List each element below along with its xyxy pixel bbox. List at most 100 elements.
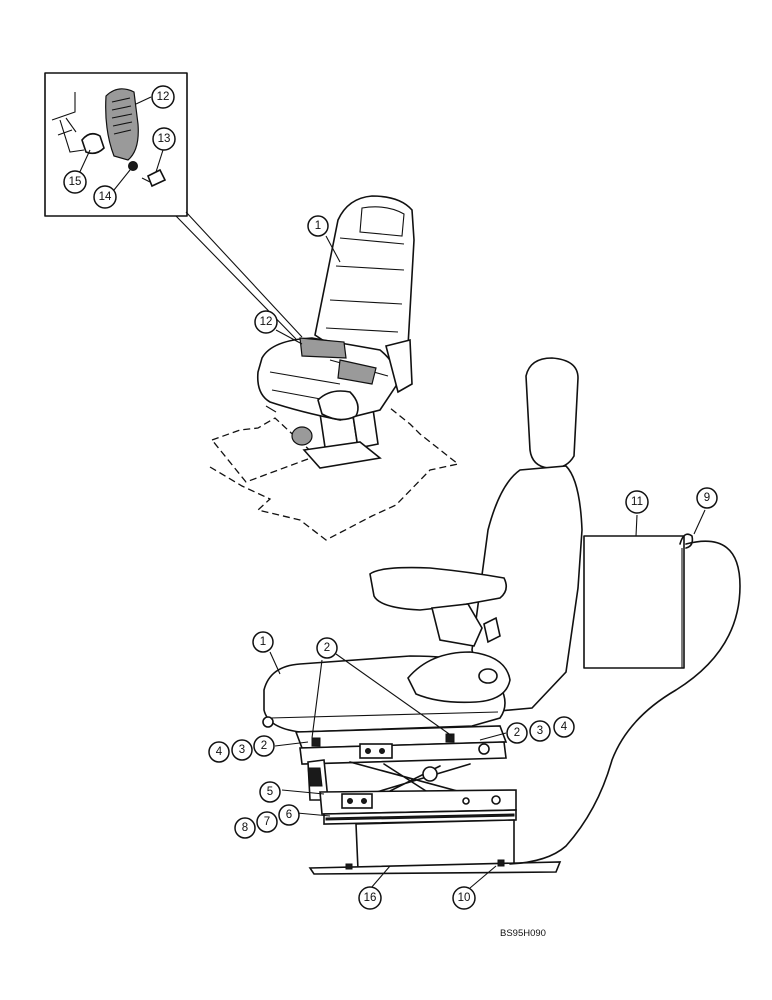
pedestal-base: [302, 441, 382, 469]
lower-headrest: [525, 357, 579, 470]
drawing-code: BS95H090: [500, 928, 546, 939]
cushion-front: [317, 390, 359, 421]
leader-9: [693, 509, 706, 535]
base-foot-right: [497, 859, 505, 867]
panel-11: [583, 535, 685, 669]
callout-16-label: 16: [364, 892, 377, 904]
callout-8: 8: [234, 817, 256, 839]
callout-7: 7: [256, 811, 278, 833]
leader-11: [635, 514, 638, 537]
floor-dash-outline: [209, 407, 460, 541]
callout-13-label: 13: [158, 133, 171, 145]
rail-clip-left: [311, 737, 321, 747]
callouts: 12 13 14 15 1 12 11 9 1 2 2 3 4 4 3 2 5 …: [63, 85, 718, 910]
upper-lever: [265, 405, 277, 413]
callout-2-left-label: 2: [261, 740, 267, 752]
rail-pivot: [478, 743, 490, 755]
leader-1-upper: [325, 235, 341, 263]
leader-16: [370, 865, 391, 889]
callout-3-left: 3: [231, 739, 253, 761]
pedestal-knob: [291, 426, 313, 446]
lower-backrest: [471, 465, 583, 713]
rail-bolt-b: [379, 748, 385, 754]
callout-4-left-label: 4: [216, 746, 223, 758]
cable-9: [509, 540, 741, 865]
callout-3-right: 3: [529, 720, 551, 742]
leader-2-right: [479, 732, 507, 741]
floor-dash-left: [210, 417, 318, 483]
callout-9-label: 9: [704, 492, 710, 504]
inset-knob-grip: [111, 97, 133, 135]
lower-hip-pad: [407, 651, 511, 704]
leader-14: [113, 169, 131, 191]
susp-bolt-a: [347, 798, 353, 804]
callout-9: 9: [696, 487, 718, 509]
upper-seat: [209, 195, 460, 541]
leader-5: [281, 789, 325, 795]
lower-recline-knob: [478, 668, 498, 684]
callout-5-label: 5: [267, 786, 273, 798]
inset-projection-lines: [175, 211, 303, 340]
callout-15: 15: [63, 170, 87, 194]
callout-12-inset: 12: [151, 85, 175, 109]
callout-3-right-label: 3: [537, 725, 543, 737]
callout-5: 5: [259, 781, 281, 803]
cushion-dark-panel: [337, 359, 377, 385]
callout-14-label: 14: [99, 191, 112, 203]
suspension-handle-grip: [307, 767, 323, 787]
callout-2-top: 2: [316, 637, 338, 659]
leader-2-top: [311, 653, 453, 739]
susp-bolt-c: [462, 797, 470, 805]
rail-plate: [359, 743, 393, 759]
callout-12-inset-label: 12: [157, 91, 170, 103]
rail-bolt-a: [365, 748, 371, 754]
leader-2-left: [274, 741, 309, 747]
inset-washer-shape: [128, 161, 138, 171]
callout-12-upper: 12: [254, 310, 278, 334]
base-box: [355, 819, 515, 871]
leader-10: [469, 865, 497, 889]
susp-pivot: [491, 795, 501, 805]
inset-cap-shape: [81, 132, 105, 155]
callout-10: 10: [452, 886, 476, 910]
inset-seat-line: [57, 129, 73, 136]
leader-6: [296, 812, 331, 817]
callout-4-right-label: 4: [561, 721, 568, 733]
callout-2-top-label: 2: [324, 642, 330, 654]
inset-detail: [44, 72, 188, 217]
slide-rail-bottom: [299, 741, 507, 765]
callout-7-label: 7: [264, 816, 270, 828]
callout-4-left: 4: [208, 741, 230, 763]
callout-2-right: 2: [506, 722, 528, 744]
leader-13: [155, 149, 164, 173]
callout-6: 6: [278, 804, 300, 826]
callout-16: 16: [358, 886, 382, 910]
cable-hook: [679, 533, 694, 549]
callout-1-lower-label: 1: [260, 636, 266, 648]
upper-headrest: [359, 206, 405, 237]
callout-1-lower: 1: [252, 631, 274, 653]
lower-front-lever: [262, 716, 274, 728]
cushion-knob-area: [299, 337, 347, 359]
inset-screw-head: [146, 168, 167, 188]
inset-seat-edge: [51, 92, 85, 153]
suspension-plate: [341, 793, 373, 809]
upper-armrest: [385, 338, 413, 394]
callout-8-label: 8: [242, 822, 248, 834]
leader-12-inset: [135, 96, 152, 105]
callout-2-left: 2: [253, 735, 275, 757]
callout-1-upper: 1: [307, 215, 329, 237]
susp-bolt-b: [361, 798, 367, 804]
leader-1-lower: [269, 651, 281, 675]
callout-3-left-label: 3: [239, 744, 245, 756]
upper-cushion: [256, 337, 398, 421]
lower-armrest-support: [431, 603, 483, 647]
leader-12-upper: [275, 329, 303, 345]
callout-11: 11: [625, 490, 649, 514]
callout-6-label: 6: [286, 809, 292, 821]
inset-frame: [44, 72, 188, 217]
scissor-arms: [349, 761, 499, 803]
callout-2-right-label: 2: [514, 727, 520, 739]
